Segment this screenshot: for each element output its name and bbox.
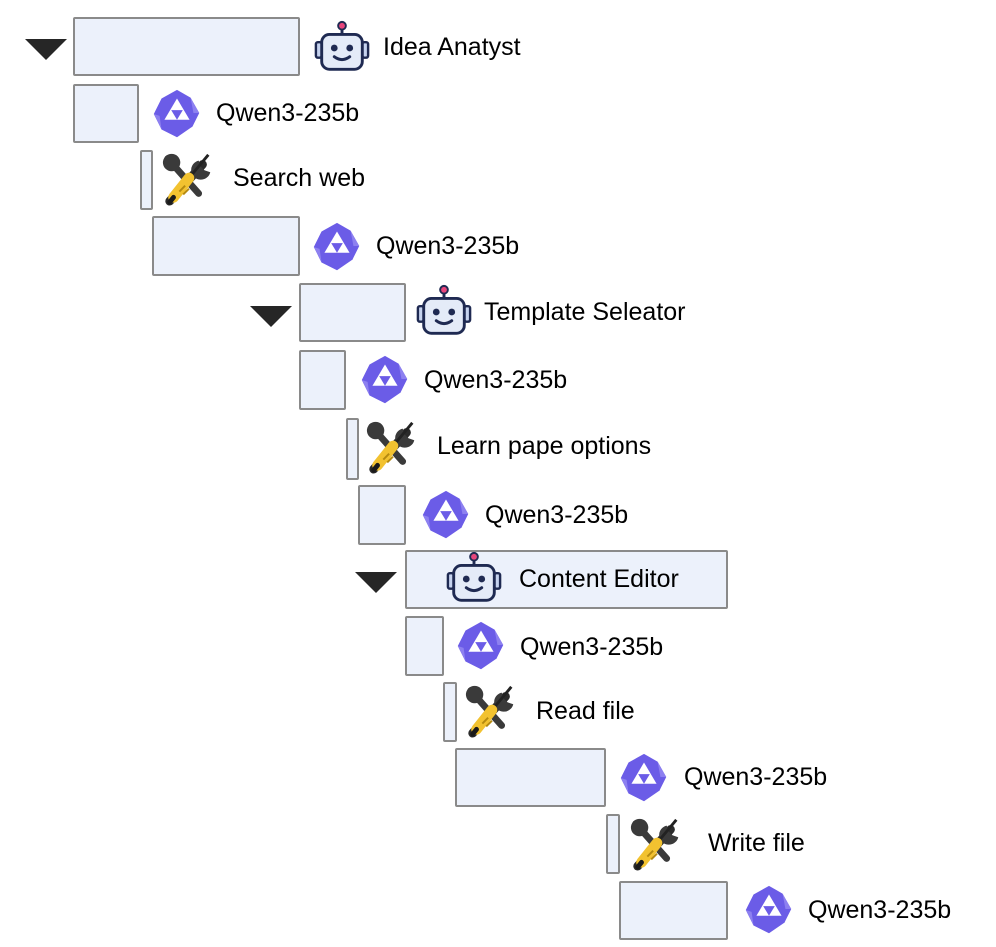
span-label: Qwen3-235b bbox=[808, 896, 952, 924]
span-duration-bar[interactable] bbox=[346, 418, 359, 480]
span-duration-bar[interactable] bbox=[152, 216, 300, 276]
robot-icon bbox=[313, 19, 371, 77]
qwen-logo-icon bbox=[356, 351, 414, 409]
span-duration-bar[interactable] bbox=[73, 84, 139, 143]
span-label: Write file bbox=[708, 829, 805, 857]
span-label: Qwen3-235b bbox=[216, 99, 360, 127]
triangle-down-icon[interactable] bbox=[250, 306, 292, 327]
span-label: Read file bbox=[536, 697, 635, 725]
span-duration-bar[interactable] bbox=[619, 881, 728, 940]
span-label: Search web bbox=[233, 164, 366, 192]
qwen-logo-icon bbox=[148, 85, 206, 143]
span-label: Learn pape options bbox=[437, 432, 652, 460]
triangle-down-icon[interactable] bbox=[355, 572, 397, 593]
span-duration-bar[interactable] bbox=[358, 485, 406, 545]
wrench-screwdriver-icon bbox=[160, 149, 218, 207]
span-label: Qwen3-235b bbox=[684, 763, 828, 791]
span-duration-bar[interactable] bbox=[299, 283, 406, 342]
span-label: Idea Anatyst bbox=[383, 33, 521, 61]
qwen-logo-icon bbox=[308, 218, 366, 276]
wrench-screwdriver-icon bbox=[628, 814, 686, 872]
span-label: Qwen3-235b bbox=[424, 366, 568, 394]
span-duration-bar[interactable] bbox=[140, 150, 153, 210]
triangle-down-icon[interactable] bbox=[25, 39, 67, 60]
robot-icon bbox=[445, 550, 503, 608]
span-duration-bar[interactable] bbox=[73, 17, 300, 76]
wrench-screwdriver-icon bbox=[364, 417, 422, 475]
qwen-logo-icon bbox=[452, 617, 510, 675]
span-label: Qwen3-235b bbox=[485, 501, 629, 529]
qwen-logo-icon bbox=[615, 749, 673, 807]
span-duration-bar[interactable] bbox=[299, 350, 346, 410]
span-label: Template Seleator bbox=[484, 298, 686, 326]
span-label: Qwen3-235b bbox=[376, 232, 520, 260]
wrench-screwdriver-icon bbox=[463, 681, 521, 739]
qwen-logo-icon bbox=[417, 486, 475, 544]
span-duration-bar[interactable] bbox=[455, 748, 606, 807]
span-duration-bar[interactable] bbox=[405, 616, 444, 676]
span-duration-bar[interactable] bbox=[443, 682, 457, 742]
span-label: Qwen3-235b bbox=[520, 633, 664, 661]
span-duration-bar[interactable] bbox=[606, 814, 620, 874]
robot-icon bbox=[415, 283, 473, 341]
qwen-logo-icon bbox=[740, 881, 798, 939]
span-label: Content Editor bbox=[519, 565, 679, 593]
